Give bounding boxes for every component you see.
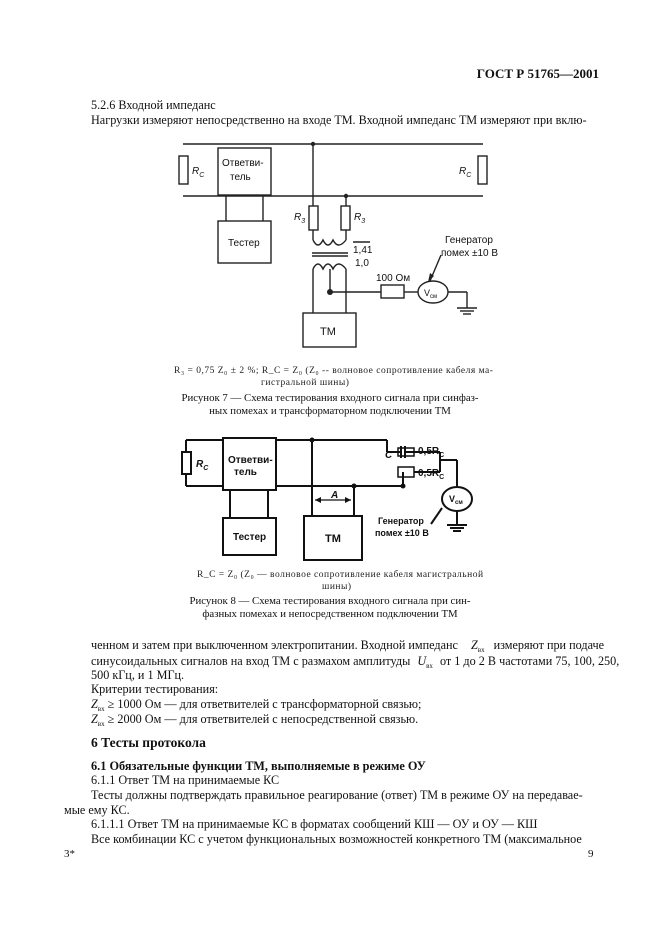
coupler8-label-1: Ответви- <box>228 455 273 466</box>
tester8-label: Тестер <box>233 532 266 543</box>
section-5-2-6-title: 5.2.6 Входной импеданс <box>91 98 216 112</box>
section-5-2-6-text: Нагрузки измеряют непосредственно на вхо… <box>91 113 587 127</box>
rc-right-resistor <box>477 155 488 185</box>
rc-left-resistor <box>178 155 189 185</box>
generator-label-1: Генератор <box>445 235 493 246</box>
resistor-100-ohm <box>380 284 405 299</box>
figure-7-note-2: гистральной шины) <box>261 378 350 388</box>
criteria-2: Zвх ≥ 2000 Ом — для ответвителей с непос… <box>91 712 419 728</box>
tester-label: Тестер <box>228 238 260 249</box>
rc-right-label: RC <box>459 166 472 179</box>
vsm-meter-8 <box>441 486 473 512</box>
tm-box-8 <box>303 515 363 561</box>
ratio-top: 1,41 <box>353 245 373 256</box>
body-line-1: ченном и затем при выключенном электропи… <box>91 638 605 654</box>
document-id: ГОСТ Р 51765—2001 <box>476 66 599 81</box>
tm-label: ТМ <box>320 326 336 338</box>
section-6-title: 6 Тесты протокола <box>91 735 206 750</box>
section-6-1-1-1: 6.1.1.1 Ответ ТМ на принимаемые КС в фор… <box>91 817 538 831</box>
paragraph-2: Все комбинации КС с учетом функциональны… <box>91 832 582 846</box>
tm8-label: ТМ <box>325 533 341 545</box>
body-line-2: синусоидальных сигналов на вход ТМ с раз… <box>91 654 620 670</box>
section-6-1-title: 6.1 Обязательные функции ТМ, выполняемые… <box>91 759 426 773</box>
rc-resistor <box>181 451 192 475</box>
paragraph-1b: мые ему КС. <box>64 803 130 817</box>
coupler-label-1: Ответви- <box>222 158 264 169</box>
footer-signature: 3* <box>64 848 75 860</box>
half-rc-label-2: 0,5RC <box>418 468 444 481</box>
figure-8-caption-2: фазных помехах и непосредственном подклю… <box>202 608 458 620</box>
paragraph-1a: Тесты должны подтверждать правильное реа… <box>91 788 583 802</box>
half-rc-label-1: 0,5RC <box>418 446 444 459</box>
r3-left-resistor <box>308 205 319 231</box>
generator8-label-1: Генератор <box>378 516 424 526</box>
r3-left-label: R3 <box>294 212 305 225</box>
figure-7-note-1: R₃ = 0,75 Z₀ ± 2 %; R_C = Z₀ (Z₀ -- волн… <box>174 366 494 376</box>
rc-label-8: RC <box>196 459 209 472</box>
figure-8-caption-1: Рисунок 8 — Схема тестирования входного … <box>189 595 471 607</box>
tm-box <box>302 312 357 348</box>
criteria-1: Zвх ≥ 1000 Ом — для ответвителей с транс… <box>91 697 422 713</box>
generator8-label-2: помех ±10 В <box>375 528 429 538</box>
vsm-label: Vсм <box>424 288 437 300</box>
r3-right-label: R3 <box>354 212 365 225</box>
figure-8-note-1: R_C = Z₀ (Z₀ — волновое сопротивление ка… <box>197 570 484 580</box>
half-rc-resistor <box>397 466 415 478</box>
resistor-label: 100 Ом <box>376 273 410 284</box>
coupler-label-2: тель <box>230 172 251 183</box>
ratio-bottom: 1,0 <box>355 258 369 269</box>
figure-7-caption-2: ных помехах и трансформаторном подключен… <box>209 405 451 417</box>
coupler-box <box>217 147 272 196</box>
tester-box-8 <box>222 517 277 556</box>
criteria-title: Критерии тестирования: <box>91 682 219 696</box>
r3-right-resistor <box>340 205 351 231</box>
coupler-box-8 <box>222 437 277 491</box>
figure-8-note-2: шины) <box>322 582 352 592</box>
c-label: C <box>385 450 393 461</box>
generator-label-2: помех ±10 В <box>441 248 498 259</box>
a-label: A <box>330 490 338 501</box>
section-6-1-1: 6.1.1 Ответ ТМ на принимаемые КС <box>91 773 280 787</box>
figure-8-diagram: RC Ответви- тель Тестер ТМ C 0,5RC 0,5RC… <box>181 437 473 561</box>
coupler8-label-2: тель <box>234 467 257 478</box>
figure-7-caption-1: Рисунок 7 — Схема тестирования входного … <box>181 392 479 404</box>
body-line-3: 500 кГц, и 1 МГц. <box>91 668 185 682</box>
tester-box <box>217 220 272 264</box>
rc-left-label: RC <box>192 166 205 179</box>
vsm8-label: Vсм <box>449 494 463 506</box>
figure-7-diagram: RC RC Ответви- тель Тестер ТМ R3 R3 1,41… <box>178 141 498 348</box>
page-number: 9 <box>588 848 594 860</box>
